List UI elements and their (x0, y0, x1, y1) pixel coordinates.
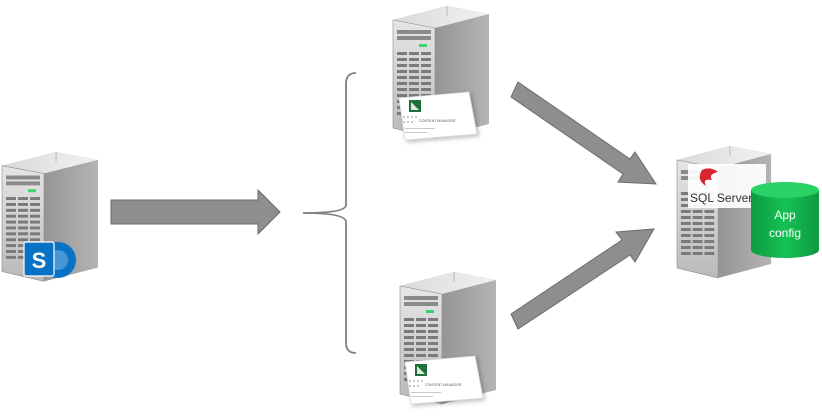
app-config-line2: config (769, 226, 801, 240)
arrow-cm-bottom-to-sql (510, 228, 655, 330)
content-manager-server-top: CONTENT MANAGER (392, 5, 490, 140)
sharepoint-logo-letter: S (32, 248, 47, 273)
app-config-line1: App (774, 208, 796, 222)
arrow-cm-top-to-sql (510, 81, 657, 185)
arrow-sharepoint-to-cm (110, 188, 281, 236)
content-manager-server-bottom: CONTENT MANAGER (399, 271, 497, 405)
content-manager-card-label: CONTENT MANAGER (425, 383, 462, 387)
content-manager-card-label: CONTENT MANAGER (419, 119, 456, 123)
content-manager-card-top: CONTENT MANAGER (399, 92, 477, 140)
sql-server-icon (699, 168, 718, 186)
sql-server-text: SQL Server (690, 191, 752, 205)
app-config-database: App config (751, 182, 819, 258)
content-manager-card-bottom: CONTENT MANAGER (405, 356, 483, 404)
sharepoint-server: S (1, 151, 99, 282)
sharepoint-icon: S (23, 241, 76, 278)
bracket-connector (302, 72, 357, 354)
